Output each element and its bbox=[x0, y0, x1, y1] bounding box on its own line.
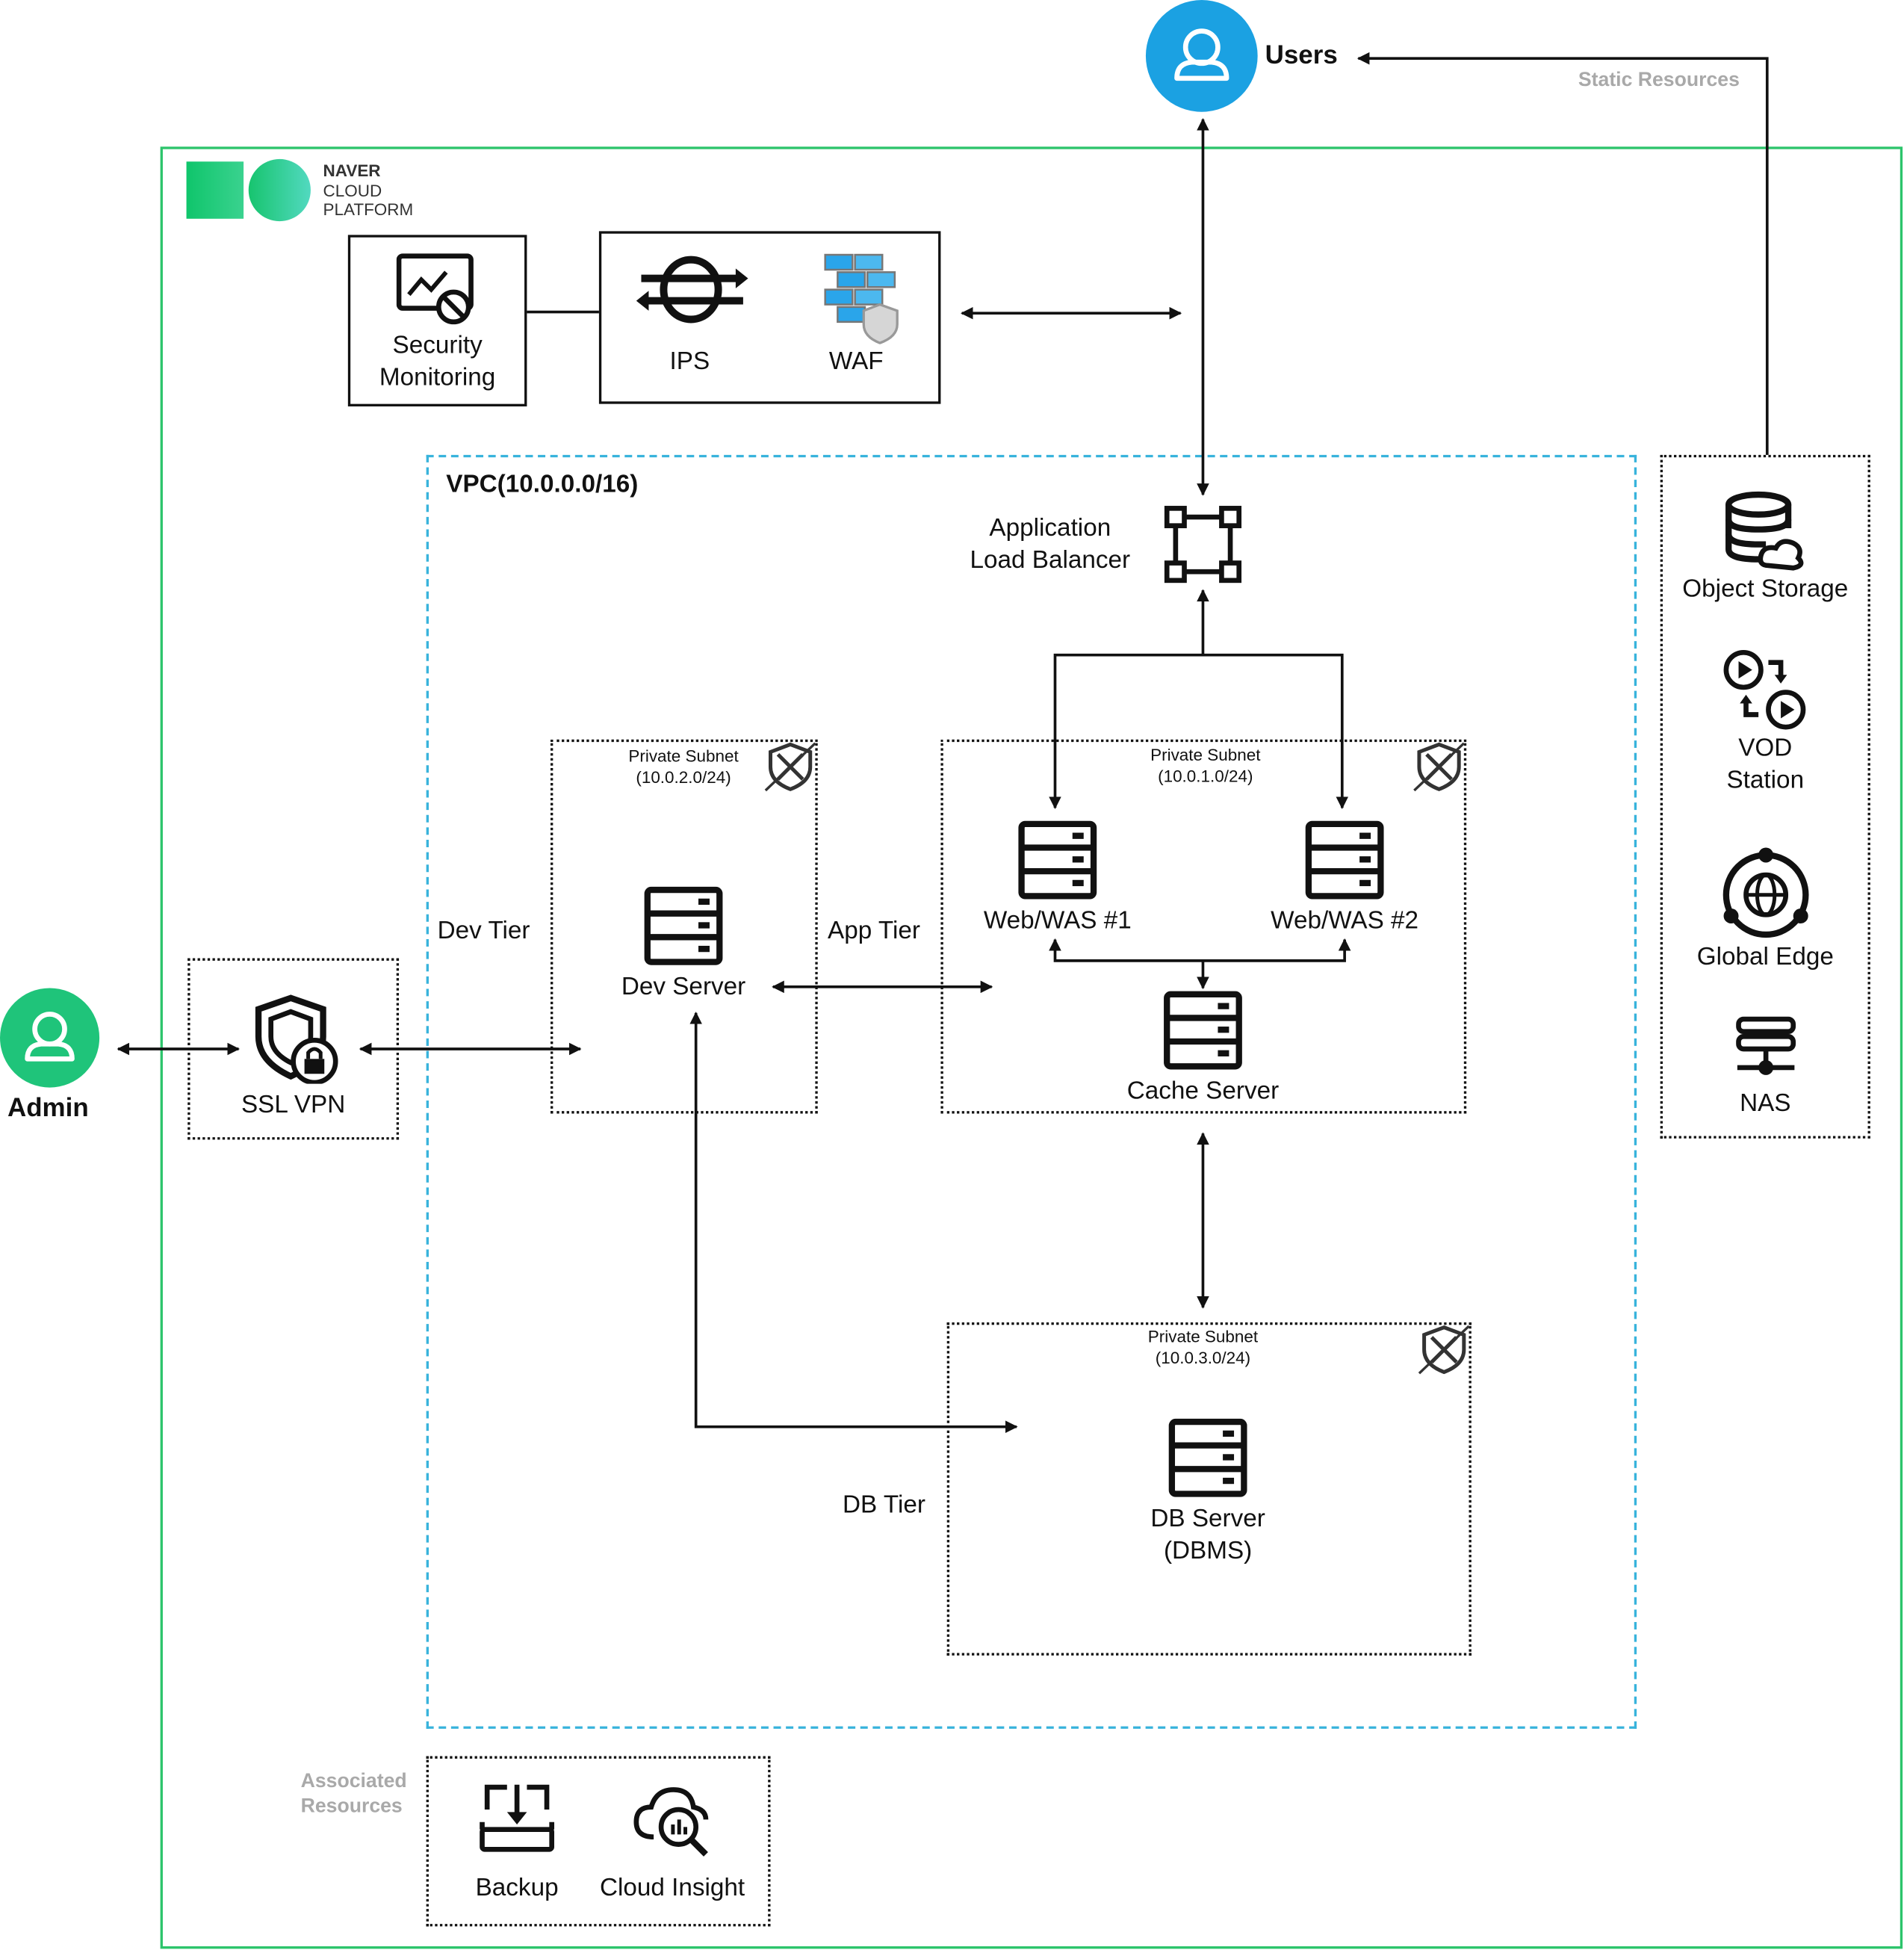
web-was-2-label: Web/WAS #2 bbox=[1271, 907, 1419, 935]
db-private-subnet bbox=[946, 1322, 1472, 1656]
logo-square-icon bbox=[186, 161, 244, 219]
app-tier-label: App Tier bbox=[828, 917, 920, 945]
object-storage-label: Object Storage bbox=[1682, 575, 1849, 603]
admin-label: Admin bbox=[7, 1093, 89, 1123]
ips-icon[interactable] bbox=[636, 253, 748, 325]
associated-resources-box bbox=[426, 1756, 771, 1927]
logo-text-cloud: CLOUD bbox=[323, 181, 382, 199]
security-monitoring-icon bbox=[396, 253, 474, 325]
waf-label: WAF bbox=[828, 347, 884, 376]
nas-icon[interactable] bbox=[1735, 1015, 1797, 1080]
db-subnet-acl-shield-icon bbox=[1418, 1325, 1470, 1375]
nas-label: NAS bbox=[1740, 1089, 1791, 1118]
logo-circle-icon bbox=[248, 158, 311, 222]
ips-label: IPS bbox=[669, 347, 710, 376]
dev-server-label: Dev Server bbox=[621, 973, 746, 1001]
logo-text-naver: NAVER bbox=[323, 161, 381, 181]
web-was-1-label: Web/WAS #1 bbox=[983, 907, 1132, 935]
security-monitoring-box[interactable] bbox=[347, 235, 527, 406]
object-storage-to-users-connector bbox=[1356, 52, 1769, 455]
dev-subnet-acl-shield-icon bbox=[764, 742, 816, 792]
ssl-vpn-shield-lock-icon[interactable] bbox=[251, 994, 338, 1084]
vod-station-icon[interactable] bbox=[1721, 649, 1808, 731]
vpc-boundary bbox=[426, 454, 1637, 1729]
dev-tier-label: Dev Tier bbox=[437, 917, 530, 945]
vpc-label: VPC(10.0.0.0/16) bbox=[446, 471, 639, 499]
app-subnet-label-1: Private Subnet bbox=[1150, 746, 1261, 765]
db-server-label-1: DB Server bbox=[1150, 1505, 1265, 1533]
associated-resources-label-1: Associated bbox=[300, 1771, 407, 1792]
app-subnet-label-2: (10.0.1.0/24) bbox=[1158, 767, 1253, 786]
admin-avatar-icon[interactable] bbox=[0, 988, 100, 1088]
object-storage-icon[interactable] bbox=[1721, 491, 1808, 573]
app-private-subnet bbox=[940, 739, 1467, 1114]
dev-subnet-label-1: Private Subnet bbox=[628, 746, 739, 766]
app-subnet-acl-shield-icon bbox=[1413, 742, 1465, 792]
cloud-insight-label: Cloud Insight bbox=[599, 1874, 745, 1902]
web-was-2-server-icon[interactable] bbox=[1305, 820, 1384, 900]
ssl-vpn-label: SSL VPN bbox=[241, 1091, 346, 1119]
cloud-insight-icon[interactable] bbox=[631, 1782, 713, 1859]
dev-subnet-label-2: (10.0.2.0/24) bbox=[636, 768, 731, 787]
dev-to-db-connector bbox=[689, 1012, 1018, 1434]
cache-server-label: Cache Server bbox=[1126, 1077, 1280, 1105]
db-server-icon[interactable] bbox=[1168, 1418, 1247, 1497]
db-tier-label: DB Tier bbox=[842, 1491, 925, 1519]
waf-firewall-icon[interactable] bbox=[820, 250, 905, 344]
alb-label-1: Application bbox=[989, 514, 1111, 542]
alb-label-2: Load Balancer bbox=[970, 546, 1131, 575]
db-server-label-2: (DBMS) bbox=[1163, 1537, 1253, 1565]
associated-resources-label-2: Resources bbox=[300, 1795, 403, 1818]
static-resources-box bbox=[1660, 454, 1870, 1139]
backup-label: Backup bbox=[475, 1874, 559, 1902]
dev-private-subnet bbox=[551, 739, 818, 1114]
backup-icon[interactable] bbox=[477, 1782, 556, 1857]
web-was-1-server-icon[interactable] bbox=[1018, 820, 1097, 900]
db-subnet-label-1: Private Subnet bbox=[1147, 1327, 1259, 1346]
logo-text-platform: PLATFORM bbox=[323, 199, 414, 219]
load-balancer-icon[interactable] bbox=[1163, 504, 1242, 584]
db-subnet-label-2: (10.0.3.0/24) bbox=[1155, 1348, 1251, 1367]
naver-cloud-logo: NAVER CLOUD PLATFORM bbox=[186, 158, 435, 223]
security-monitoring-label-1: Security bbox=[392, 332, 483, 359]
vod-station-label-2: Station bbox=[1726, 767, 1805, 794]
cache-server-icon[interactable] bbox=[1163, 991, 1242, 1070]
ips-waf-box bbox=[598, 231, 941, 404]
alb-to-web-was-connector bbox=[1049, 653, 1349, 809]
global-edge-label: Global Edge bbox=[1696, 943, 1834, 971]
dev-server-icon[interactable] bbox=[644, 886, 723, 965]
static-resources-label: Static Resources bbox=[1578, 69, 1740, 91]
users-label: Users bbox=[1265, 40, 1338, 70]
vod-station-label-1: VOD bbox=[1738, 734, 1793, 762]
users-avatar-icon[interactable] bbox=[1145, 0, 1258, 112]
web-was-to-cache-connector bbox=[1049, 938, 1351, 962]
security-monitoring-label-2: Monitoring bbox=[379, 364, 496, 392]
global-edge-icon[interactable] bbox=[1719, 847, 1813, 942]
